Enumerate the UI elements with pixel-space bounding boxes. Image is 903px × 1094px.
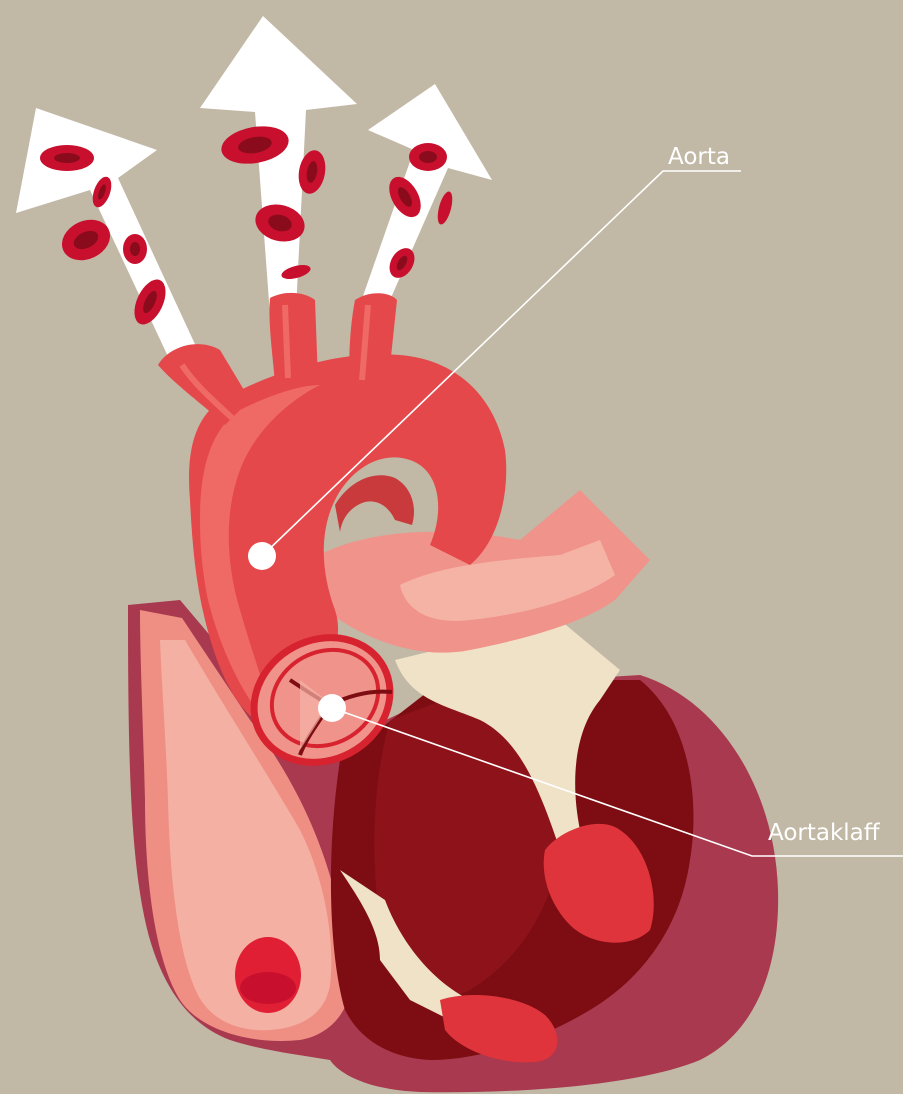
aorta-pointer-dot bbox=[248, 542, 276, 570]
valve-opening-shadow bbox=[240, 972, 296, 1004]
branch-highlight bbox=[285, 305, 288, 378]
blood-cell bbox=[409, 143, 447, 171]
blood-cell bbox=[123, 234, 147, 264]
aortic-valve-label: Aortaklaff bbox=[768, 820, 881, 846]
aortic-valve-pointer-dot bbox=[318, 694, 346, 722]
aorta-label: Aorta bbox=[668, 144, 730, 170]
carotid-artery bbox=[269, 293, 318, 382]
blood-cell bbox=[40, 145, 94, 171]
